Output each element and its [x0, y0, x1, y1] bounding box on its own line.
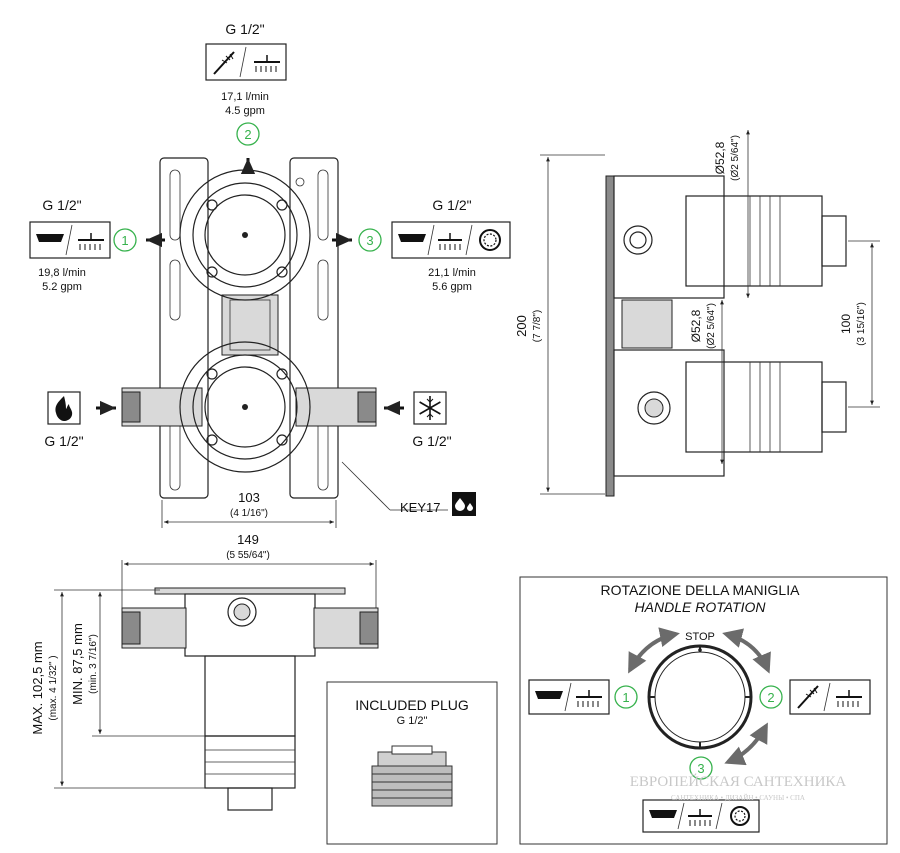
top-view: 149 (5 55/64"): [121, 532, 379, 811]
handle-rotation-panel: ROTAZIONE DELLA MANIGLIA HANDLE ROTATION…: [519, 576, 888, 845]
outlet-top-number: 2: [244, 127, 251, 142]
plug-thread: G 1/2": [397, 715, 428, 727]
dimension-103: 103 (4 1/16"): [161, 490, 337, 528]
rotation-title-en: HANDLE ROTATION: [635, 599, 767, 615]
overhead-shower-icon: [836, 690, 862, 707]
dimension-max-depth: MAX. 102,5 mm (max. 4 1/32" ): [30, 589, 205, 789]
outlet-right-flow-gpm: 5.6 gpm: [432, 281, 472, 293]
dim-dia-bottom-value: Ø52,8: [689, 309, 703, 342]
snowflake-icon: [419, 396, 441, 420]
outlet-left: G 1/2" 19,8 l/min 5.2 gpm 1: [29, 197, 165, 293]
dim-149-value: 149: [237, 532, 259, 547]
rotation-title-it: ROTAZIONE DELLA MANIGLIA: [601, 582, 801, 598]
outlet-right-flow-l: 21,1 l/min: [428, 267, 476, 279]
water-drop-icon: [455, 498, 473, 511]
hand-shower-icon: [213, 51, 235, 75]
rotation-arrow-2-stop: [722, 628, 771, 674]
rotation-position-3: 3: [697, 761, 704, 776]
dim-149-inch: (5 55/64"): [226, 550, 270, 561]
dim-min-inch: (min. 3 7/16"): [88, 634, 99, 694]
overhead-shower-icon: [438, 233, 462, 250]
bathtub-icon: [649, 810, 677, 818]
outlet-top: G 1/2" 17,1 l/min 4.5 gpm 2: [205, 21, 287, 175]
outlet-left-flow-gpm: 5.2 gpm: [42, 281, 82, 293]
overhead-shower-icon: [688, 809, 712, 826]
side-view: [605, 175, 847, 497]
bathtub-icon: [36, 234, 64, 242]
rotation-position-1: 1: [622, 690, 629, 705]
mounting-rail-right: [289, 157, 339, 499]
watermark-line2: САНТЕХНИКА • ДИЗАЙН • САУНЫ • СПА: [671, 794, 805, 802]
dim-dia-top-value: Ø52,8: [713, 141, 727, 174]
outlet-top-flow-l: 17,1 l/min: [221, 91, 269, 103]
dimension-min-depth: MIN. 87,5 mm (min. 3 7/16"): [70, 592, 205, 737]
dimension-100: 100 (3 15/16"): [839, 240, 880, 408]
dim-dia-top-inch: (Ø2 5/64"): [730, 135, 741, 181]
overhead-shower-icon: [576, 690, 602, 707]
outlet-right: G 1/2" 21,1 l/min 5.6 gpm 3: [332, 197, 511, 293]
dim-min-value: MIN. 87,5 mm: [70, 623, 85, 705]
inlet-cold-thread: G 1/2": [412, 433, 451, 449]
inlet-hot-thread: G 1/2": [44, 433, 83, 449]
mounting-rail-left: [159, 157, 209, 499]
hose-icon: [730, 806, 750, 826]
screws: [206, 199, 288, 446]
inlet-cold: G 1/2": [384, 391, 452, 449]
rotation-arrow-1-2: [628, 627, 680, 674]
dim-dia-bottom-inch: (Ø2 5/64"): [706, 303, 717, 349]
dim-200-inch: (7 7/8"): [532, 310, 543, 342]
plug-icon: [371, 745, 453, 807]
rotation-position-2: 2: [767, 690, 774, 705]
dim-100-inch: (3 15/16"): [856, 302, 867, 346]
dim-200-value: 200: [514, 315, 529, 337]
overhead-shower-icon: [254, 55, 280, 72]
included-plug-panel: INCLUDED PLUG G 1/2": [326, 681, 498, 845]
watermark-line1: ЕВРОПЕЙСКАЯ САНТЕХНИКА: [630, 773, 847, 790]
rotation-arrow-2-3: [724, 722, 768, 766]
rotation-stop-label: STOP: [685, 631, 715, 643]
outlet-top-flow-gpm: 4.5 gpm: [225, 105, 265, 117]
dimension-dia-top: Ø52,8 (Ø2 5/64"): [713, 130, 750, 298]
overhead-shower-icon: [78, 233, 104, 250]
bathtub-icon: [535, 691, 563, 699]
dim-max-inch: (max. 4 1/32" ): [48, 655, 59, 720]
outlet-right-number: 3: [366, 233, 373, 248]
outlet-top-thread: G 1/2": [225, 21, 264, 37]
outlet-left-thread: G 1/2": [42, 197, 81, 213]
dimension-200: 200 (7 7/8"): [514, 154, 605, 495]
outlet-left-flow-l: 19,8 l/min: [38, 267, 86, 279]
front-view: [121, 157, 377, 499]
hose-icon: [479, 229, 501, 251]
hand-shower-icon: [797, 685, 819, 709]
inlet-hot: G 1/2": [44, 391, 116, 449]
outlet-left-number: 1: [121, 233, 128, 248]
dim-max-value: MAX. 102,5 mm: [30, 641, 45, 734]
flame-icon: [55, 396, 73, 421]
watermark: ЕВРОПЕЙСКАЯ САНТЕХНИКА САНТЕХНИКА • ДИЗА…: [630, 773, 847, 802]
dim-100-value: 100: [839, 314, 853, 334]
key-label: KEY17: [400, 500, 440, 515]
outlet-right-thread: G 1/2": [432, 197, 471, 213]
key17-callout: KEY17: [341, 461, 476, 516]
dim-103-value: 103: [238, 490, 260, 505]
plug-title: INCLUDED PLUG: [355, 697, 469, 713]
dimension-dia-bottom: Ø52,8 (Ø2 5/64"): [689, 300, 724, 464]
bathtub-icon: [398, 234, 426, 242]
dim-103-inch: (4 1/16"): [230, 508, 268, 519]
